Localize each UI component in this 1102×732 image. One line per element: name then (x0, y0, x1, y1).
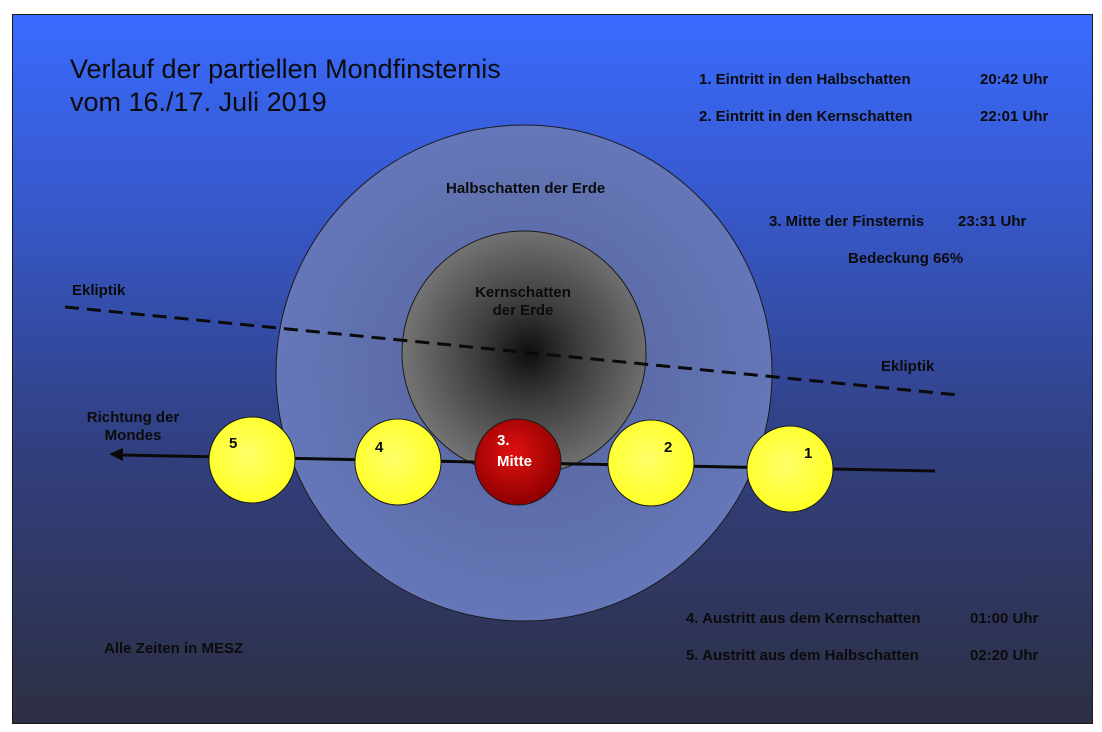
moon-3-label: 3. (497, 432, 510, 449)
diagram-panel: Verlauf der partiellen Mondfinsternis vo… (12, 14, 1093, 724)
umbra-label-line-2: der Erde (492, 302, 554, 319)
moon-position-2 (607, 419, 695, 507)
moon-position-4 (354, 418, 442, 506)
event-1-time: 20:42 Uhr (980, 71, 1049, 88)
event-1-label: 1. Eintritt in den Halbschatten (699, 71, 911, 88)
title-line-2: vom 16./17. Juli 2019 (70, 87, 327, 117)
event-5-time: 02:20 Uhr (970, 647, 1039, 664)
umbra-label-line-1: Kernschatten (475, 284, 571, 301)
event-5-label: 5. Austritt aus dem Halbschatten (686, 647, 919, 664)
ecliptic-label-left: Ekliptik (72, 282, 126, 299)
moon-position-3 (474, 418, 562, 506)
ecliptic-line (64, 305, 959, 397)
penumbra-label: Halbschatten der Erde (446, 180, 606, 197)
direction-arrow-icon (109, 448, 123, 461)
direction-label-line-1: Richtung der (86, 409, 180, 426)
event-3-label: 3. Mitte der Finsternis (769, 213, 925, 230)
moon-4-label: 4 (375, 439, 384, 456)
moon-3-sublabel: Mitte (497, 453, 532, 470)
event-4-label: 4. Austritt aus dem Kernschatten (686, 610, 921, 627)
timezone-note: Alle Zeiten in MESZ (104, 640, 244, 657)
direction-label-line-2: Mondes (104, 427, 162, 444)
ecliptic-label-right: Ekliptik (881, 358, 935, 375)
event-2-time: 22:01 Uhr (980, 108, 1049, 125)
event-3-time: 23:31 Uhr (958, 213, 1027, 230)
event-2-label: 2. Eintritt in den Kernschatten (699, 108, 913, 125)
coverage-text: Bedeckung 66% (848, 250, 964, 267)
moon-2-label: 2 (664, 439, 673, 456)
event-4-time: 01:00 Uhr (970, 610, 1039, 627)
moon-position-1 (746, 425, 834, 513)
title-line-1: Verlauf der partiellen Mondfinsternis (70, 54, 501, 84)
moon-position-5 (208, 416, 296, 504)
moon-5-label: 5 (229, 435, 238, 452)
moon-1-label: 1 (804, 445, 813, 462)
eclipse-diagram (64, 124, 959, 622)
